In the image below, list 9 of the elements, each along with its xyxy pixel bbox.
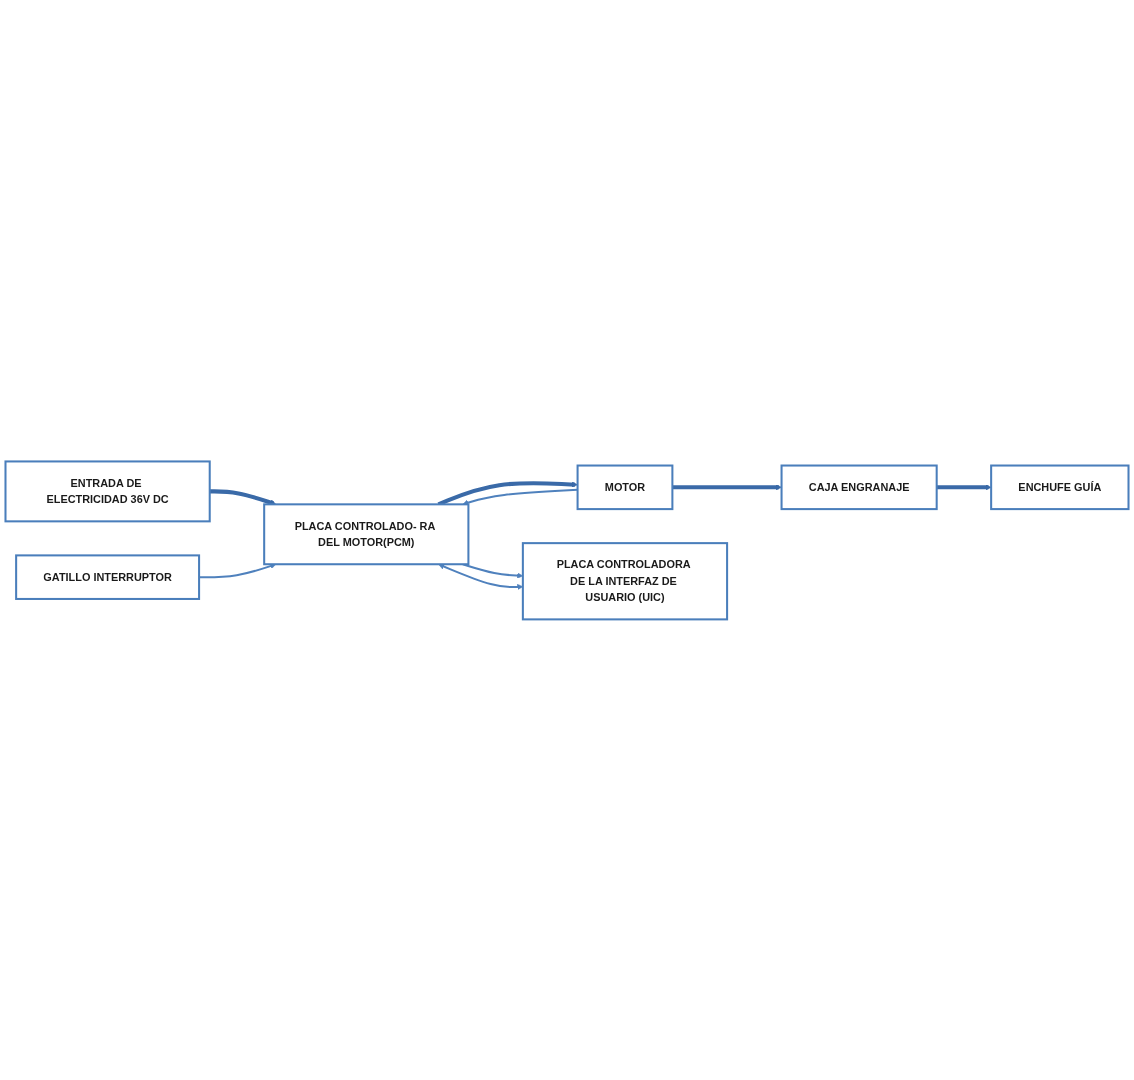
node-box: GATILLO INTERRUPTOR [15, 553, 201, 600]
node-box: ENCHUFE GUÍA [990, 464, 1130, 510]
node-box: MOTOR [576, 464, 674, 510]
node-box: CAJA ENGRANAJE [780, 464, 938, 510]
arrow [672, 483, 782, 490]
node-box: ENTRADA DE ELECTRICIDAD 36V DC [4, 460, 211, 522]
node-box: PLACA CONTROLADORA DE LA INTERFAZ DE USUARIO (UIC) [521, 541, 729, 620]
node-box: PLACA CONTROLADO- RA DEL MOTOR(PCM) [263, 502, 470, 565]
arrow [936, 483, 992, 490]
